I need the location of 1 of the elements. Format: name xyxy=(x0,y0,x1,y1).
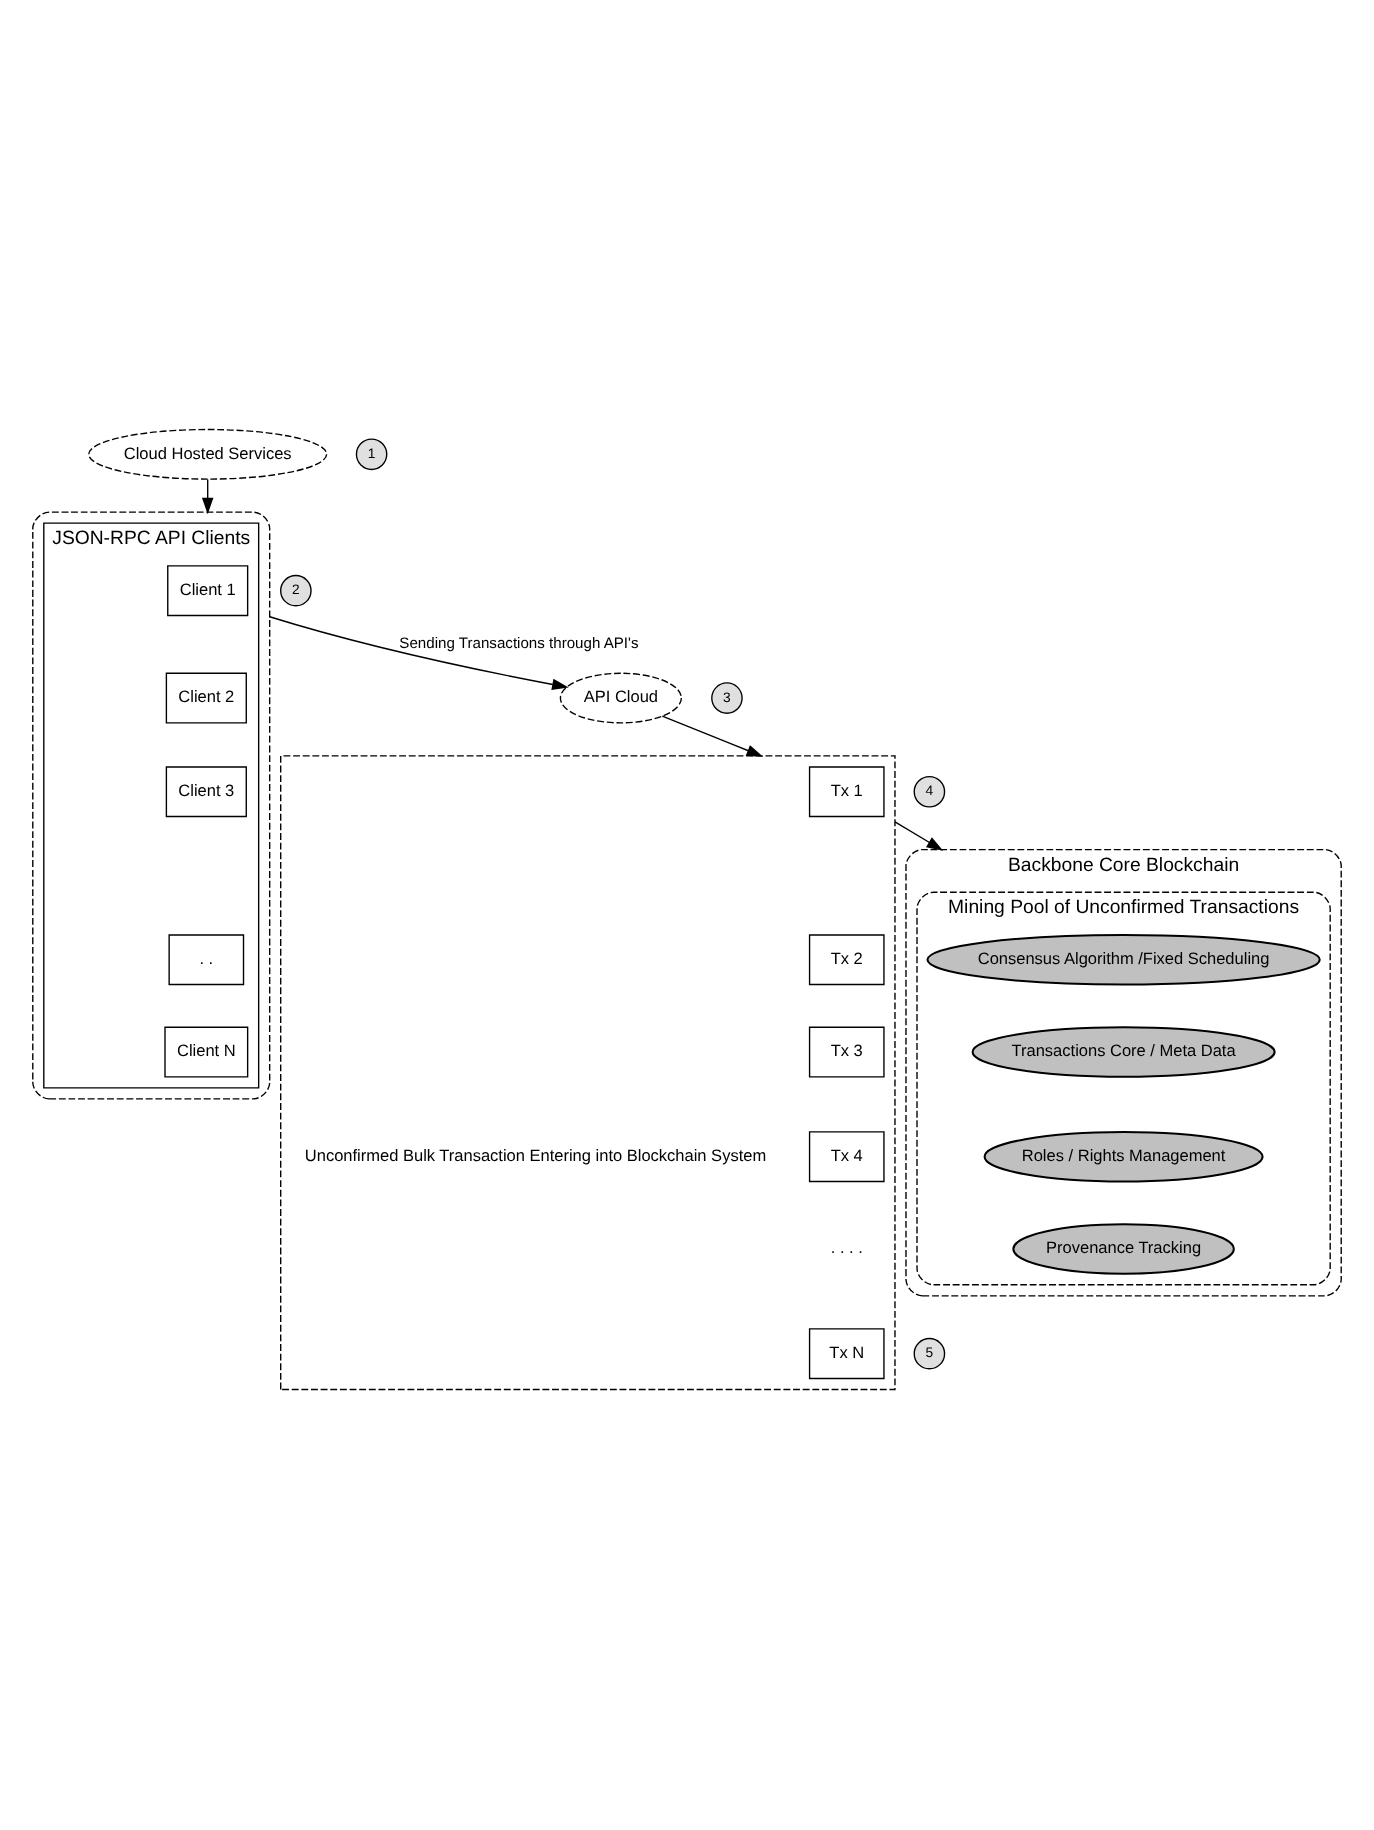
edge-label: Sending Transactions through API's xyxy=(399,634,639,653)
